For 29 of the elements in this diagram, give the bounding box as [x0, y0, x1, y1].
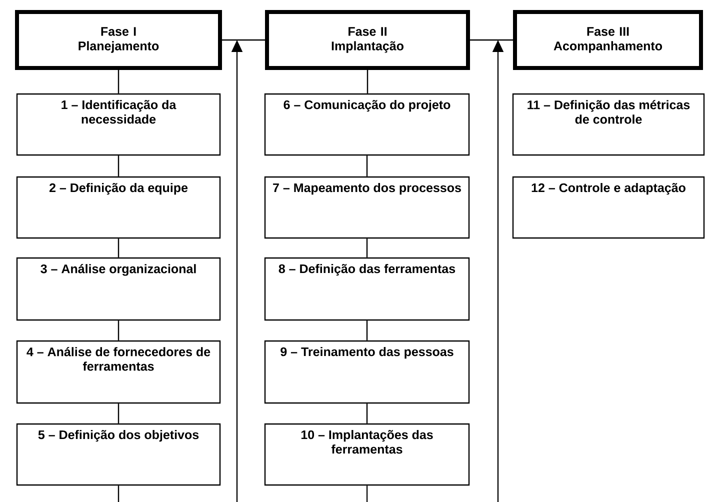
step-box: 12 – Controle e adaptação — [512, 176, 705, 239]
step-box: 2 – Definição da equipe — [16, 176, 221, 239]
step-box: 5 – Definição dos objetivos — [16, 423, 221, 486]
connector-line — [366, 320, 368, 340]
connector-line — [366, 238, 368, 258]
connector-line — [366, 156, 368, 176]
step-box: 10 – Implantações das ferramentas — [264, 423, 470, 486]
connector-line — [366, 404, 368, 424]
connector-line — [118, 320, 120, 340]
step-box: 6 – Comunicação do projeto — [264, 93, 470, 156]
step-box: 4 – Análise de fornecedores de ferramentas — [16, 340, 221, 404]
phase-box: Fase I Planejamento — [15, 10, 222, 70]
step-box: 3 – Análise organizacional — [16, 257, 221, 321]
connector-line — [118, 486, 120, 502]
step-box: 9 – Treinamento das pessoas — [264, 340, 470, 404]
connector-line — [118, 238, 120, 258]
connector-line — [366, 70, 368, 94]
phase-box: Fase II Implantação — [265, 10, 470, 70]
connector-line — [118, 404, 120, 424]
step-box: 1 – Identificação da necessidade — [16, 93, 221, 156]
step-box: 11 – Definição das métricas de controle — [512, 93, 705, 156]
step-box: 7 – Mapeamento dos processos — [264, 176, 470, 239]
phase-box: Fase III Acompanhamento — [513, 10, 703, 70]
connector-line — [366, 486, 368, 502]
connector-line — [470, 39, 513, 41]
connector-line — [222, 39, 265, 41]
connector-line — [118, 70, 120, 94]
step-box: 8 – Definição das ferramentas — [264, 257, 470, 321]
connector-line — [118, 156, 120, 176]
